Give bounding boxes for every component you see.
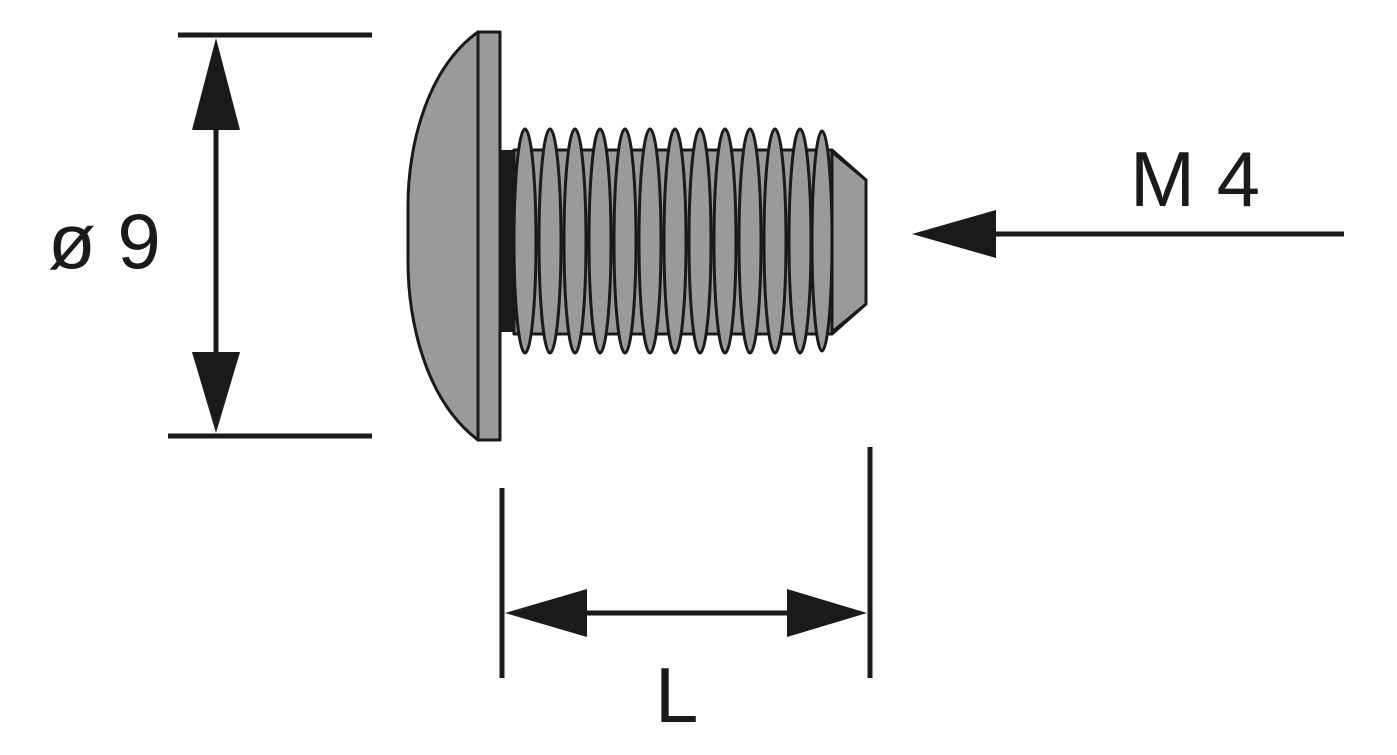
thread-crest <box>612 127 638 355</box>
thread-crest <box>712 127 738 355</box>
thread-crest <box>810 129 834 353</box>
thread-crest <box>587 127 613 355</box>
screw-head-flange <box>476 30 502 442</box>
thread-callout: M 4 <box>912 135 1344 258</box>
diameter-dimension: ø 9 <box>48 32 372 439</box>
thread-crest <box>562 127 588 355</box>
thread-crest <box>537 127 563 355</box>
length-arrow-left <box>505 589 587 637</box>
diameter-label: ø 9 <box>48 197 161 285</box>
length-dimension: L <box>499 447 873 739</box>
thread-crest <box>637 127 663 355</box>
thread-label: M 4 <box>1130 135 1260 223</box>
thread-crest <box>662 127 688 355</box>
thread-crest <box>737 127 763 355</box>
screw <box>406 30 868 442</box>
length-arrow-right <box>787 589 867 637</box>
diameter-arrow-up <box>192 38 240 130</box>
thread-crest <box>762 127 788 355</box>
screw-thread <box>512 127 834 355</box>
screw-tip <box>830 150 868 334</box>
thread-leader-arrow <box>912 210 996 258</box>
thread-crest <box>687 127 713 355</box>
thread-crest <box>787 127 813 355</box>
screw-head-dome <box>406 30 480 442</box>
diameter-arrow-down <box>192 352 240 433</box>
length-label: L <box>655 651 698 739</box>
thread-crest <box>512 127 538 355</box>
